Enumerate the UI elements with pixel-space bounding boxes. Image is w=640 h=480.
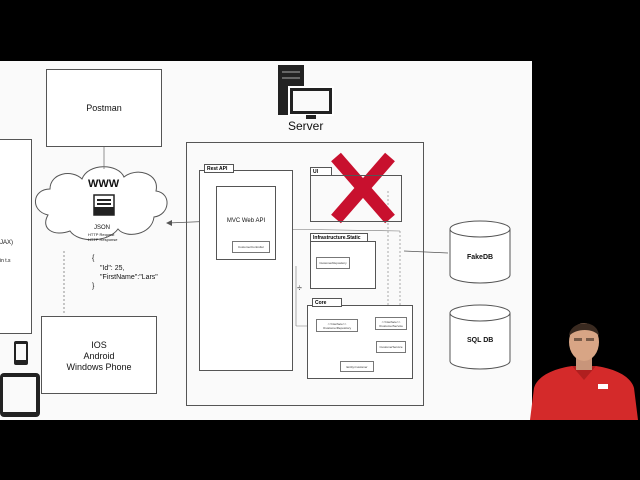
postman-label: Postman	[86, 103, 122, 113]
presenter-hair	[569, 323, 599, 336]
server-icon	[278, 65, 334, 119]
tablet-icon	[0, 373, 40, 417]
icustomer-service-stereotype: <<Interface>>	[381, 319, 401, 324]
ui-container	[310, 175, 402, 222]
core-tab: Core	[312, 298, 342, 307]
customer-service-box: CustomerService	[376, 341, 406, 353]
red-cross-icon	[331, 152, 395, 224]
connector-layer	[0, 65, 511, 417]
infra-to-fakedb-line	[403, 250, 449, 254]
mvc-web-api-label: MVC Web API	[226, 218, 266, 224]
sqldb-label: SQL DB	[467, 337, 494, 344]
postman-box	[46, 69, 162, 147]
customer-controller-box: CustomerController	[232, 241, 270, 253]
inbox-icon	[93, 194, 115, 216]
clients-android: Android	[83, 351, 115, 361]
diagram-canvas: JAX) in t.s Postman Server WWW JSON HTTP…	[0, 61, 532, 420]
clients-box	[41, 316, 157, 394]
plus-sign: ÷	[297, 283, 302, 293]
icustomer-service-name: ICustomerService	[379, 323, 403, 328]
fakedb-label: FakeDB	[467, 254, 494, 261]
json-line-4: }	[92, 283, 95, 290]
api-to-infra-line	[275, 228, 401, 232]
presenter-figure	[530, 323, 638, 420]
clients-windows-phone: Windows Phone	[66, 362, 132, 372]
http-request-label: HTTP Request	[88, 232, 115, 237]
icustomer-repository-box: <<Interface>> ICustomerRepository	[316, 319, 358, 332]
sqldb-cylinder	[449, 304, 511, 370]
rest-api-tab: Rest API	[204, 164, 234, 173]
icustomer-service-box: <<Interface>> ICustomerService	[375, 317, 407, 330]
icustomer-repository-stereotype: <<Interface>>	[327, 321, 347, 326]
json-line-1: {	[92, 255, 95, 262]
server-container	[186, 142, 424, 406]
json-line-2: "Id": 25,	[100, 265, 125, 272]
left-fragment-1: JAX)	[0, 240, 14, 246]
presenter-shirt	[530, 366, 638, 420]
http-response-label: HTTP Response	[88, 237, 118, 242]
left-fragment-2: in t.s	[0, 258, 11, 264]
cloud-arrowhead	[166, 220, 172, 226]
customer-repository-impl-box: CustomerRepository	[316, 257, 350, 269]
presenter-head	[569, 323, 599, 361]
left-partial-box	[0, 139, 32, 334]
server-label: Server	[288, 119, 324, 133]
clients-ios: IOS	[91, 340, 107, 350]
www-label: WWW	[88, 178, 120, 190]
infrastructure-tab: Infrastructure.Static	[310, 233, 368, 242]
phone-icon	[14, 341, 28, 365]
icustomer-repository-name: ICustomerRepository	[322, 325, 352, 330]
entity-customer-box: Entity.Customer	[340, 361, 374, 372]
fakedb-cylinder	[449, 220, 511, 284]
json-label: JSON	[94, 225, 111, 231]
ui-tab: UI	[310, 167, 332, 176]
json-line-3: "FirstName":"Lars"	[100, 274, 158, 281]
presenter-video-overlay	[528, 316, 640, 420]
